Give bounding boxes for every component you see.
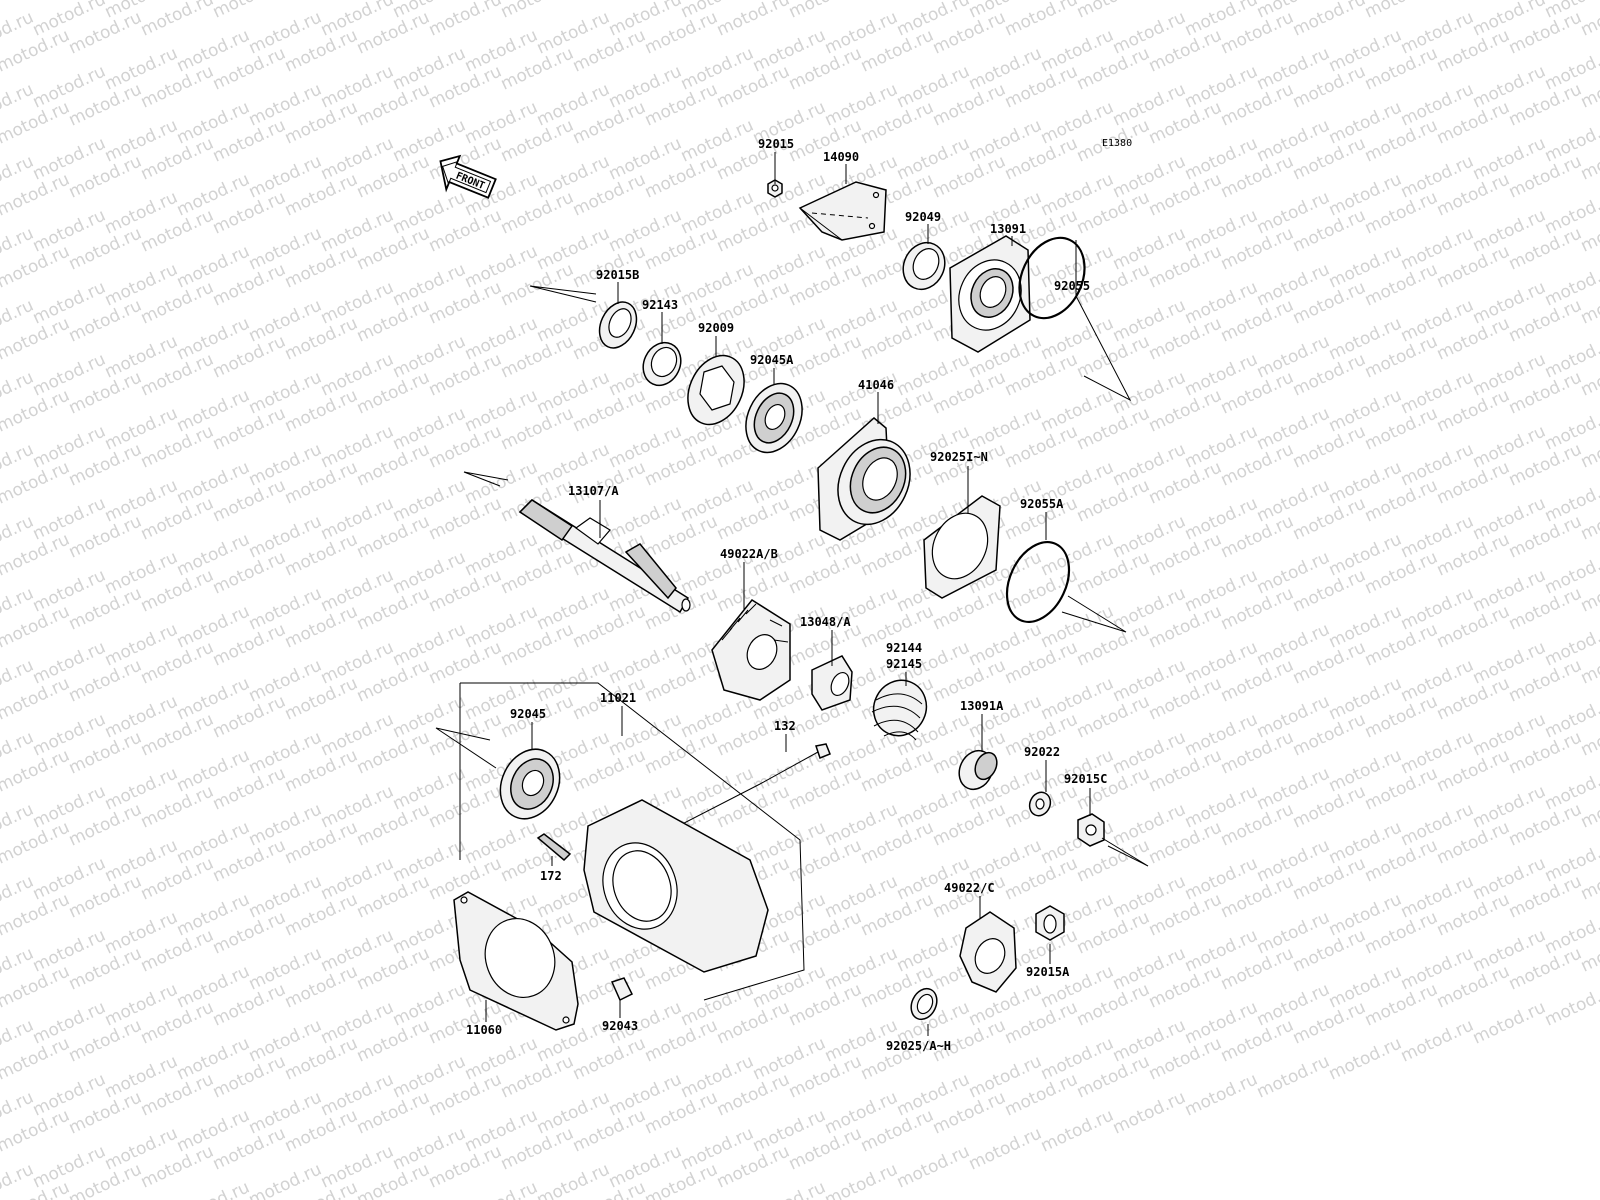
watermark-text: motod.ru [174,1177,253,1200]
label-14090: 14090 [823,150,859,164]
label-92145: 92145 [886,657,922,671]
watermark-text: motod.ru [0,0,73,5]
watermark-text: motod.ru [1542,979,1600,1030]
label-92055a: 92055A [1020,497,1064,511]
watermark-text: motod.ru [1434,0,1513,5]
label-92045: 92045 [510,707,546,721]
watermark-text: motod.ru [462,1177,541,1200]
label-172: 172 [540,869,562,883]
watermark-text: motod.ru [894,1141,973,1192]
watermark-text: motod.ru [138,0,217,41]
label-11060: 11060 [466,1023,502,1037]
watermark-text: motod.ru [822,1159,901,1200]
label-13091a: 13091A [960,699,1004,713]
watermark-text: motod.ru [1290,0,1369,41]
watermark-text: motod.ru [858,0,937,5]
watermark-text: motod.ru [282,0,361,5]
label-49022c: 49022/C [944,881,995,895]
watermark-text: motod.ru [498,0,577,23]
label-132: 132 [774,719,796,733]
part-92015c-nut [1077,813,1105,847]
label-13048a: 13048/A [800,615,851,629]
label-92144: 92144 [886,641,922,655]
label-13107a: 13107/A [568,484,619,498]
watermark-text: motod.ru [714,0,793,41]
watermark-text: motod.ru [1146,0,1225,5]
watermark-text: motod.ru [246,1159,325,1200]
watermark-text: motod.ru [1470,997,1549,1048]
label-92049: 92049 [905,210,941,224]
watermark-text: motod.ru [1110,1087,1189,1138]
watermark-text: motod.ru [1074,0,1153,23]
watermark-text: motod.ru [1254,1051,1333,1102]
watermark-text: motod.ru [534,1159,613,1200]
watermark-text: motod.ru [966,1123,1045,1174]
watermark-text: motod.ru [210,0,289,23]
label-92015c: 92015C [1064,772,1107,786]
watermark-text: motod.ru [426,0,505,41]
part-92015a-nut [1035,905,1065,941]
label-92009: 92009 [698,321,734,335]
watermark-text: motod.ru [1398,1015,1477,1066]
figure-code: E1380 [1102,138,1132,149]
label-92055: 92055 [1054,279,1090,293]
label-92143: 92143 [642,298,678,312]
watermark-text: motod.ru [750,1177,829,1200]
label-41046: 41046 [858,378,894,392]
label-13091: 13091 [990,222,1026,236]
watermark-text: motod.ru [1326,1033,1405,1084]
watermark-text: motod.ru [786,0,865,23]
label-92015b: 92015B [596,268,639,282]
watermark-text: motod.ru [1038,1105,1117,1156]
label-92045a: 92045A [750,353,794,367]
label-92025a-h: 92025/A~H [886,1039,951,1053]
watermark-text: motod.ru [1182,1069,1261,1120]
label-92022: 92022 [1024,745,1060,759]
label-92015a: 92015A [1026,965,1070,979]
label-92015: 92015 [758,137,794,151]
label-92043: 92043 [602,1019,638,1033]
watermark-text: motod.ru [570,0,649,5]
watermark-text: motod.ru [1002,0,1081,41]
watermark-text: motod.ru [1362,0,1441,23]
label-11021: 11021 [600,691,636,705]
label-49022ab: 49022A/B [720,547,778,561]
label-92025i-n: 92025I~N [930,450,988,464]
